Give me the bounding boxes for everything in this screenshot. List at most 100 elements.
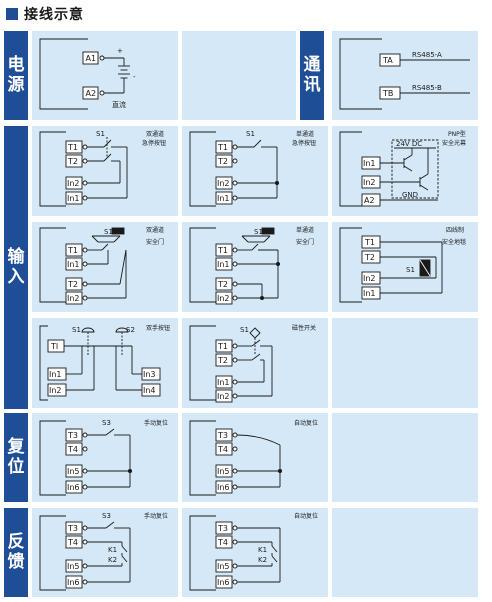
dual-estop-diagram: T1 T2 In2 In1 S1 双通道 急停按钮 xyxy=(32,126,178,216)
svg-text:In5: In5 xyxy=(67,562,80,571)
svg-text:In1: In1 xyxy=(363,159,376,168)
caption-auto-feedback: 自动复位 xyxy=(294,512,318,520)
svg-text:In2: In2 xyxy=(217,179,230,188)
terminal-ta-label: TA xyxy=(382,56,393,65)
svg-text:T3: T3 xyxy=(67,431,78,440)
reset-empty-cell xyxy=(332,413,478,502)
svg-text:S1: S1 xyxy=(240,326,249,334)
title-text: 接线示意 xyxy=(24,7,84,23)
svg-text:T4: T4 xyxy=(217,538,228,547)
auto-reset-diagram: T3 T4 In5 In6 自动复位 xyxy=(182,413,328,502)
svg-text:In2: In2 xyxy=(67,294,80,303)
two-hand-diagram: TI In1 In2 In3 In4 S1 S2 双手按钮 xyxy=(32,318,178,408)
category-reset: 复位 xyxy=(4,413,28,502)
terminal-a2-label: A2 xyxy=(86,89,97,98)
power-diagram: A1 A2 + - 直流 xyxy=(32,31,178,120)
svg-text:In6: In6 xyxy=(67,483,80,492)
power-empty-cell xyxy=(182,31,296,120)
single-door-diagram: T1 In1 T2 In2 S1 单通道 安全门 xyxy=(182,222,328,312)
svg-text:In2: In2 xyxy=(49,386,62,395)
svg-text:GND: GND xyxy=(402,191,418,199)
caption-pnp-curtain-2: 安全光幕 xyxy=(442,139,466,147)
svg-text:In4: In4 xyxy=(143,386,156,395)
svg-text:S1: S1 xyxy=(246,130,255,138)
svg-text:T1: T1 xyxy=(67,143,78,152)
pnp-curtain-diagram: In1 In2 A2 24V DC GND PNP型 安全光幕 xyxy=(332,126,478,216)
caption-auto-reset: 自动复位 xyxy=(294,419,318,427)
four-wire-mat-diagram: T1 T2 In2 In1 S1 四线制 安全地毯 xyxy=(332,222,478,312)
manual-feedback-diagram: T3 T4 In5 In6 S3 K1 K2 手动复位 xyxy=(32,508,178,597)
svg-text:T3: T3 xyxy=(217,431,228,440)
category-comm: 通讯 xyxy=(300,31,324,120)
svg-text:T1: T1 xyxy=(217,246,228,255)
single-estop-diagram: T1 T2 In2 In1 S1 单通道 急停按钮 xyxy=(182,126,328,216)
svg-text:In6: In6 xyxy=(217,578,230,587)
svg-text:T1: T1 xyxy=(364,238,375,247)
svg-text:S1: S1 xyxy=(72,326,81,334)
caption-single-door-1: 单通道 xyxy=(296,226,314,234)
svg-text:S3: S3 xyxy=(102,512,111,520)
svg-text:TI: TI xyxy=(50,342,58,351)
svg-text:S2: S2 xyxy=(126,326,135,334)
category-feedback: 反馈 xyxy=(4,508,28,597)
svg-text:K2: K2 xyxy=(258,556,267,564)
svg-text:In2: In2 xyxy=(217,392,230,401)
svg-text:In1: In1 xyxy=(49,370,62,379)
svg-text:T4: T4 xyxy=(67,445,78,454)
caption-single-estop-2: 急停按钮 xyxy=(292,139,316,147)
svg-text:T1: T1 xyxy=(67,246,78,255)
terminal-tb-label: TB xyxy=(382,89,393,98)
input-empty-cell xyxy=(332,318,478,408)
svg-text:T1: T1 xyxy=(217,342,228,351)
magnetic-switch-diagram: T1 T2 In1 In2 S1 磁性开关 xyxy=(182,318,328,408)
svg-text:In1: In1 xyxy=(217,378,230,387)
svg-text:In1: In1 xyxy=(363,289,376,298)
svg-text:K2: K2 xyxy=(108,556,117,564)
auto-feedback-diagram: T3 T4 In5 In6 K1 K2 自动复位 xyxy=(182,508,328,597)
caption-mat-2: 安全地毯 xyxy=(442,238,466,246)
minus-label: - xyxy=(133,73,136,81)
svg-text:In2: In2 xyxy=(363,274,376,283)
svg-text:T3: T3 xyxy=(217,524,228,533)
svg-text:In3: In3 xyxy=(143,370,156,379)
manual-reset-diagram: T3 T4 In5 In6 S3 手动复位 xyxy=(32,413,178,502)
caption-mat-1: 四线制 xyxy=(446,226,464,234)
caption-dual-estop-2: 急停按钮 xyxy=(142,139,166,147)
svg-text:In1: In1 xyxy=(217,194,230,203)
svg-text:T2: T2 xyxy=(217,356,228,365)
plus-label: + xyxy=(117,47,123,55)
rs485b-label: RS485-B xyxy=(412,84,442,92)
comm-diagram: TA TB RS485-A RS485-B xyxy=(332,31,478,120)
svg-text:T2: T2 xyxy=(217,280,228,289)
caption-manual-feedback: 手动复位 xyxy=(144,512,168,520)
svg-text:In5: In5 xyxy=(67,467,80,476)
dual-door-diagram: T1 In1 T2 In2 S1 双通道 安全门 xyxy=(32,222,178,312)
feedback-empty-cell xyxy=(332,508,478,597)
terminal-a1-label: A1 xyxy=(86,54,97,63)
svg-text:In2: In2 xyxy=(217,294,230,303)
svg-text:T4: T4 xyxy=(217,445,228,454)
category-input: 输入 xyxy=(4,126,28,409)
svg-text:T4: T4 xyxy=(67,538,78,547)
svg-text:24V DC: 24V DC xyxy=(396,140,422,148)
svg-text:In5: In5 xyxy=(217,562,230,571)
page-title: 接线示意 xyxy=(6,3,84,25)
svg-text:K1: K1 xyxy=(108,546,117,554)
caption-dual-door-1: 双通道 xyxy=(146,226,164,234)
svg-text:S1: S1 xyxy=(96,130,105,138)
svg-text:In1: In1 xyxy=(67,194,80,203)
svg-text:In6: In6 xyxy=(217,483,230,492)
caption-dual-door-2: 安全门 xyxy=(146,238,164,246)
svg-text:T2: T2 xyxy=(217,157,228,166)
svg-text:T2: T2 xyxy=(67,157,78,166)
svg-text:A2: A2 xyxy=(364,196,375,205)
caption-single-estop-1: 单通道 xyxy=(296,130,314,138)
svg-text:T1: T1 xyxy=(217,143,228,152)
svg-text:In6: In6 xyxy=(67,578,80,587)
caption-pnp-curtain-1: PNP型 xyxy=(448,130,466,138)
svg-text:In1: In1 xyxy=(217,260,230,269)
svg-text:In1: In1 xyxy=(67,260,80,269)
svg-text:K1: K1 xyxy=(258,546,267,554)
caption-single-door-2: 安全门 xyxy=(296,238,314,246)
dc-label: 直流 xyxy=(112,100,126,109)
